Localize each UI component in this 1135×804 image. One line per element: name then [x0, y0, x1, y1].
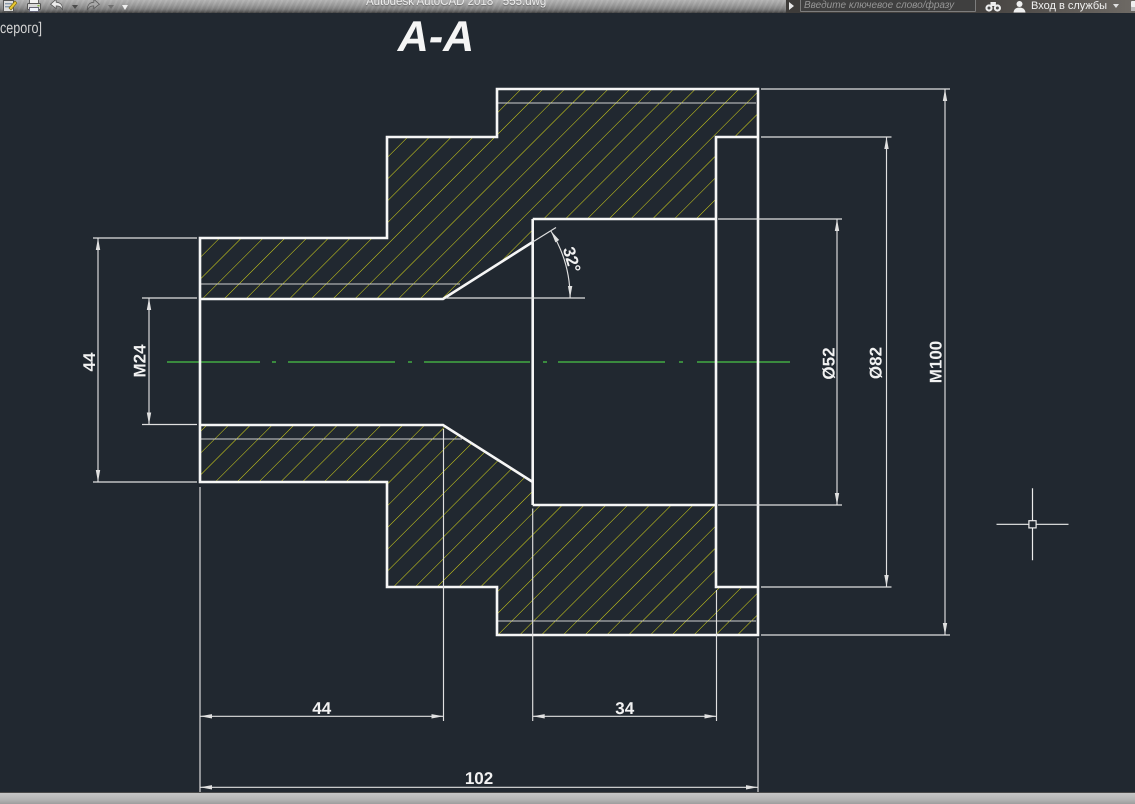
dim-flange-thread[interactable] — [761, 88, 950, 636]
dim-len-total[interactable] — [200, 638, 759, 792]
dim-text-cone-angle[interactable]: 32° — [559, 245, 584, 275]
dim-len-left[interactable] — [199, 429, 445, 792]
status-scrollbar[interactable] — [0, 792, 1135, 804]
infocenter-bar: Вход в службы — [786, 0, 1135, 13]
signin-label[interactable]: Вход в службы — [1031, 0, 1108, 12]
search-binoculars-icon[interactable] — [984, 1, 1003, 13]
dim-text-len-bore[interactable]: 34 — [615, 699, 634, 718]
dim-cone-angle[interactable] — [446, 227, 585, 299]
redo-dropdown-icon[interactable] — [108, 5, 114, 9]
dim-dia-outer-left[interactable] — [93, 237, 197, 483]
user-icon[interactable] — [1012, 0, 1027, 13]
dim-text-thread-bore[interactable]: M24 — [131, 344, 150, 378]
panel-edge-icon[interactable] — [1131, 1, 1135, 11]
signin-dropdown-icon[interactable] — [1113, 4, 1119, 8]
new-drawing-icon[interactable] — [2, 0, 17, 13]
dim-bore-dia[interactable] — [718, 218, 842, 506]
dim-recess-dia[interactable] — [761, 136, 892, 588]
dim-text-len-total[interactable]: 102 — [465, 769, 493, 788]
qat-customize-icon[interactable] — [121, 5, 128, 10]
redo-icon[interactable] — [85, 0, 102, 13]
dim-text-len-left[interactable]: 44 — [312, 699, 331, 718]
infocenter-search-input[interactable] — [800, 0, 976, 12]
dim-text-recess-dia[interactable]: Ø82 — [867, 347, 886, 379]
part-outline[interactable] — [198, 87, 760, 637]
section-label[interactable]: A-A — [397, 13, 474, 61]
dim-text-flange-thread[interactable]: M100 — [927, 341, 946, 384]
dim-thread-bore[interactable] — [142, 297, 197, 426]
print-icon[interactable] — [26, 0, 42, 13]
undo-icon[interactable] — [48, 0, 65, 13]
window-title: Autodesk AutoCAD 2018 555.dwg — [366, 0, 547, 8]
thread-and-chamfer-lines[interactable] — [200, 102, 756, 622]
dim-text-bore-dia[interactable]: Ø52 — [820, 347, 839, 379]
dim-len-bore[interactable] — [532, 508, 718, 722]
dim-text-dia-outer-left[interactable]: 44 — [80, 352, 99, 371]
undo-dropdown-icon[interactable] — [72, 5, 78, 9]
title-bar[interactable]: Autodesk AutoCAD 2018 555.dwg Вход в слу… — [0, 0, 1135, 13]
command-echo-text: серого] — [0, 20, 42, 37]
infocenter-expand-icon[interactable] — [789, 2, 794, 10]
crosshair-cursor — [996, 488, 1069, 561]
section-hatch[interactable] — [200, 89, 758, 635]
